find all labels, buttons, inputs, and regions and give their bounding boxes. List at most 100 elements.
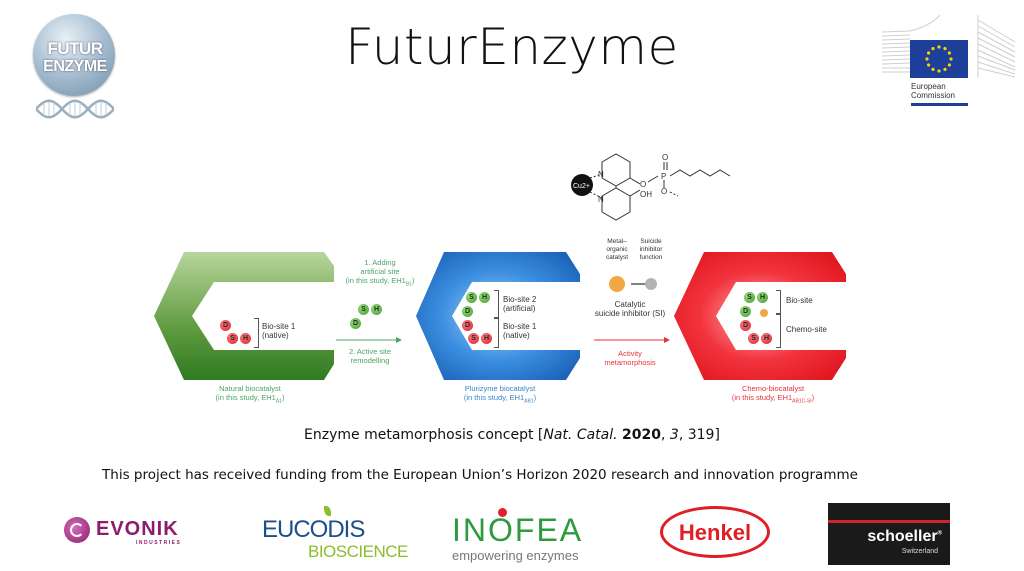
stage2-study-prefix: (in this study, EH1 [463, 393, 525, 402]
residue-s-green-icon: S [466, 292, 477, 303]
residue-h-green-icon: H [757, 292, 768, 303]
svg-text:OH: OH [640, 190, 652, 199]
residue-s-icon: S [468, 333, 479, 344]
native-text: (native) [503, 331, 530, 340]
funding-statement: This project has received funding from t… [102, 467, 858, 483]
european-commission-logo: European Commission [880, 12, 1020, 108]
ec-text-line1: European [911, 82, 946, 91]
arrow1-top-text: 1. Adding artificial site (in this study… [325, 258, 435, 290]
residue-d-green-icon: D [740, 306, 751, 317]
chemo-site-icon [754, 309, 768, 324]
residue-h-icon: H [481, 333, 492, 344]
eu-flag-icon [910, 40, 968, 78]
eucodis-name: EUCODIS [262, 516, 365, 543]
suicide-inhibitor-molecule-icon: Cu2+ NN OPO OOH [571, 153, 731, 221]
figure-caption: Enzyme metamorphosis concept [Nat. Catal… [0, 427, 1024, 443]
stage3-study-end: ) [811, 393, 815, 402]
suicide-text: Suicide [640, 238, 662, 245]
stage3-bio-site-label: Bio-site [786, 296, 813, 305]
metamorphosis-text: metamorphosis [604, 358, 656, 367]
si-cartoon-icon [609, 274, 657, 294]
function-text: function [639, 254, 663, 261]
catalytic-text: Catalytic [614, 300, 646, 309]
eucodis-leaf-icon [324, 506, 331, 516]
caption-year: 2020 [622, 427, 662, 443]
bio-site-bracket [776, 290, 781, 314]
schoeller-stripe [828, 520, 950, 523]
svg-text:N: N [598, 170, 604, 179]
inofea-dot-icon [498, 508, 507, 517]
stage3-caption: Chemo-biocatalyst (in this study, EH1AB1… [698, 384, 848, 407]
logo-text-futur: FUTUR [47, 39, 103, 58]
plurizyme-biocatalyst-text: Plurizyme biocatalyst [464, 384, 536, 393]
evonik-sub: INDUSTRIES [136, 540, 182, 546]
bio-site-1-text: Bio-site 1 [503, 322, 537, 331]
chemo-biocatalyst-text: Chemo-biocatalyst [741, 384, 805, 393]
stage2-study-end: ) [533, 393, 537, 402]
native-text: (native) [262, 331, 289, 340]
schoeller-name: schoeller® [867, 528, 942, 546]
arrow1-study-prefix: (in this study, EH1 [345, 276, 406, 285]
stage1-study-text: (in this study, EH1A1) [180, 393, 320, 407]
stage1-study-prefix: (in this study, EH1 [215, 393, 276, 402]
plurizyme-biocatalyst-shape [416, 252, 580, 380]
ec-underline [911, 103, 968, 106]
inhibitor-text: inhibitor [639, 246, 663, 253]
bio-site-2-text: Bio-site 2 [503, 295, 537, 304]
artificial-site-text: artificial site [360, 267, 400, 276]
residue-d-green-icon: D [350, 318, 361, 329]
bio-site-1-bracket [254, 318, 259, 348]
suicide-inhibitor-si-text: suicide inhibitor (SI) [594, 309, 666, 318]
henkel-name: Henkel [678, 520, 752, 545]
schoeller-text: schoeller [867, 528, 938, 545]
residue-s-green-icon: S [358, 304, 369, 315]
stage2-site2-label: Bio-site 2 (artificial) [503, 295, 536, 313]
svg-text:O: O [640, 180, 646, 189]
futurenzyme-logo: FUTUR ENZYME [30, 12, 120, 120]
stage1-study-end: ) [281, 393, 285, 402]
stage2-site1-label: Bio-site 1 (native) [503, 322, 536, 340]
stage3-sub: AB1C-SI [792, 398, 812, 405]
residue-s-icon: S [227, 333, 238, 344]
caption-prefix: Enzyme metamorphosis concept [ [304, 427, 544, 443]
residue-h-icon: H [240, 333, 251, 344]
inofea-sub: empowering enzymes [452, 548, 579, 563]
stage1-caption: Natural biocatalyst (in this study, EH1A… [180, 384, 320, 407]
evonik-e-icon [64, 517, 90, 543]
registered-mark: ® [937, 530, 942, 537]
residue-d-icon: D [220, 320, 231, 331]
natural-biocatalyst-shape [154, 252, 334, 380]
suicide-inhibitor-function-label: Suicide inhibitor function [634, 238, 668, 262]
stage1-sub: A1 [275, 398, 282, 405]
activity-metamorphosis-label: Activity metamorphosis [590, 349, 670, 367]
svg-text:Cu2+: Cu2+ [573, 183, 590, 190]
partner-logo-eucodis: EUCODIS BIOSCIENCE [262, 506, 408, 564]
activity-text: Activity [618, 349, 642, 358]
arrow1-sub: B1 [405, 281, 412, 288]
stage3-study-prefix: (in this study, EH1 [731, 393, 793, 402]
residue-s-icon: S [748, 333, 759, 344]
ec-text-line2: Commission [911, 91, 956, 100]
residue-d-icon: D [740, 320, 751, 331]
eucodis-sub: BIOSCIENCE [308, 542, 408, 561]
page-title: FuturEnzyme [345, 18, 679, 76]
chemo-biocatalyst-shape [674, 252, 846, 380]
residue-h-green-icon: H [479, 292, 490, 303]
residue-d-green-icon: D [462, 306, 473, 317]
caption-pages: , 319] [678, 427, 720, 443]
bio-site-1-bracket [494, 318, 499, 348]
partner-logo-evonik: EVONIK INDUSTRIES [64, 513, 194, 549]
bio-site-1-text: Bio-site 1 [262, 322, 296, 331]
metal-organic-catalyst-label: Metal– organic catalyst [600, 238, 634, 262]
svg-text:O: O [661, 187, 667, 196]
stage1-site-label: Bio-site 1 (native) [262, 322, 295, 340]
svg-text:O: O [662, 153, 668, 162]
arrow-right-icon [336, 337, 402, 343]
partner-logo-henkel: Henkel [660, 506, 770, 558]
active-site-text: 2. Active site [348, 347, 392, 356]
arrow1-study-end: ) [411, 276, 415, 285]
residue-h-icon: H [761, 333, 772, 344]
caption-volume: 3 [669, 427, 679, 443]
bio-site-2-bracket [494, 290, 499, 318]
dna-icon [36, 99, 114, 119]
